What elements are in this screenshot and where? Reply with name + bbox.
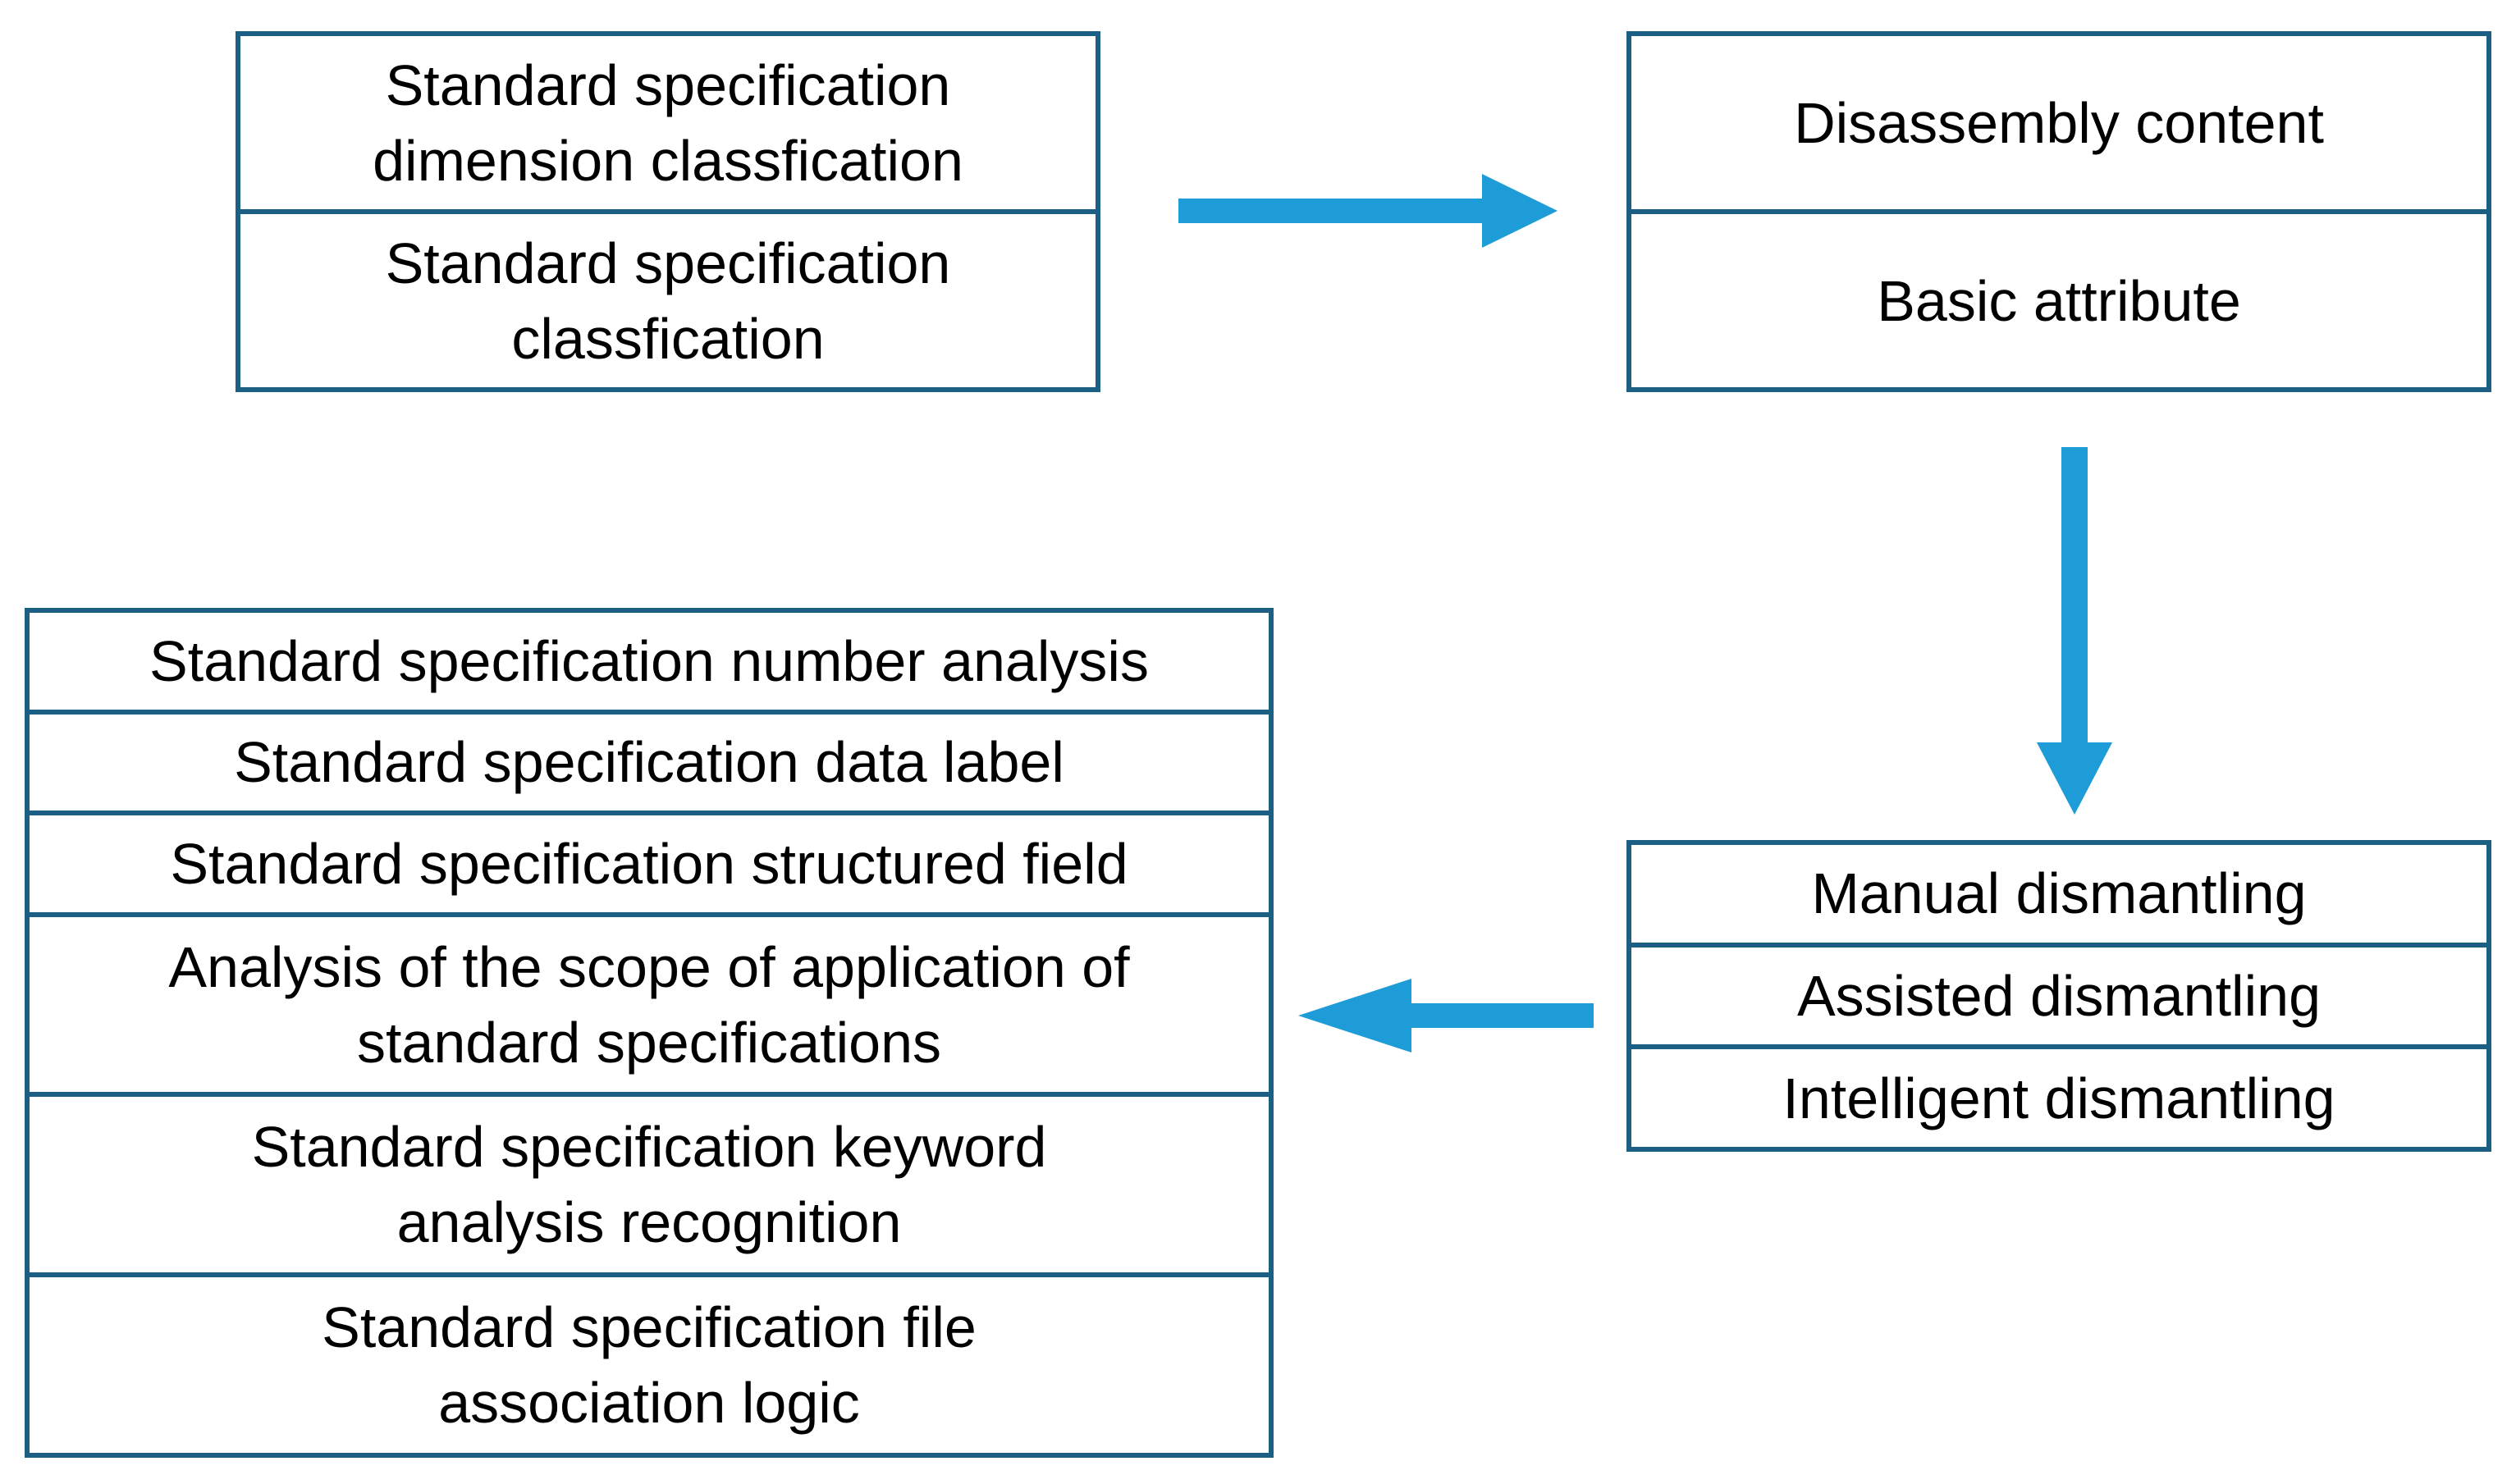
scope-analysis-label: Analysis of the scope of application of … xyxy=(168,934,1130,1075)
assisted-dismantling-label: Assisted dismantling xyxy=(1796,964,2322,1028)
assisted-dismantling-cell: Assisted dismantling xyxy=(1631,942,2486,1045)
file-association-label: Standard specification file association … xyxy=(322,1295,977,1436)
arrow-left xyxy=(1298,979,1594,1052)
classification-dimension-cell: Standard specification dimension classfi… xyxy=(240,36,1096,209)
classification-box: Standard specification dimension classfi… xyxy=(236,31,1100,392)
structured-field-label: Standard specification structured field xyxy=(170,831,1128,896)
data-label-cell: Standard specification data label xyxy=(30,709,1269,811)
intelligent-dismantling-cell: Intelligent dismantling xyxy=(1631,1044,2486,1147)
intelligent-dismantling-label: Intelligent dismantling xyxy=(1782,1066,2335,1130)
analysis-box: Standard specification number analysis S… xyxy=(25,608,1274,1458)
disassembly-content-label: Disassembly content xyxy=(1794,90,2324,155)
basic-attribute-label: Basic attribute xyxy=(1877,268,2241,333)
arrow-right xyxy=(1178,174,1558,248)
number-analysis-label: Standard specification number analysis xyxy=(149,628,1149,693)
disassembly-content-cell: Disassembly content xyxy=(1631,36,2486,209)
manual-dismantling-cell: Manual dismantling xyxy=(1631,845,2486,943)
scope-analysis-cell: Analysis of the scope of application of … xyxy=(30,911,1269,1093)
number-analysis-cell: Standard specification number analysis xyxy=(30,613,1269,710)
basic-attribute-cell: Basic attribute xyxy=(1631,209,2486,387)
dismantling-box: Manual dismantling Assisted dismantling … xyxy=(1626,840,2491,1152)
classification-general-cell: Standard specification classfication xyxy=(240,209,1096,387)
keyword-recognition-cell: Standard specification keyword analysis … xyxy=(30,1092,1269,1272)
content-box: Disassembly content Basic attribute xyxy=(1626,31,2491,392)
structured-field-cell: Standard specification structured field xyxy=(30,810,1269,912)
data-label-label: Standard specification data label xyxy=(234,730,1064,795)
classification-dimension-label: Standard specification dimension classfi… xyxy=(373,53,963,193)
classification-general-label: Standard specification classfication xyxy=(385,231,951,371)
manual-dismantling-label: Manual dismantling xyxy=(1811,861,2307,926)
keyword-recognition-label: Standard specification keyword analysis … xyxy=(251,1115,1047,1255)
file-association-cell: Standard specification file association … xyxy=(30,1272,1269,1453)
arrow-down xyxy=(2037,447,2112,815)
